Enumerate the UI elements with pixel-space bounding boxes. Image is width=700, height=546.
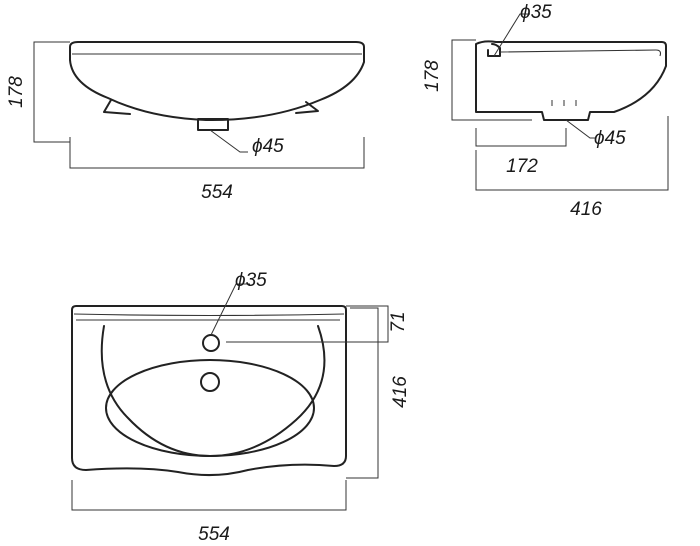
side-view-tap-shelf bbox=[487, 43, 501, 57]
side-view-offset-label: 172 bbox=[506, 156, 538, 177]
side-view-drain-leader bbox=[565, 119, 596, 139]
front-view-height-label: 178 bbox=[6, 76, 27, 108]
top-view-bowl-inner bbox=[105, 359, 315, 457]
top-view-drain-hole bbox=[200, 372, 220, 392]
top-view-depth-dimension bbox=[346, 307, 379, 479]
front-view-left-foot bbox=[103, 99, 131, 115]
front-view-right-foot bbox=[295, 101, 319, 114]
side-view-drain-stubs bbox=[551, 100, 577, 106]
front-view-drain-leader bbox=[209, 129, 248, 153]
side-view-depth-dimension bbox=[475, 116, 669, 191]
front-view-drain-label: ϕ45 bbox=[252, 136, 284, 157]
front-view-drain-outlet bbox=[197, 118, 229, 131]
side-view-basin-outline bbox=[475, 40, 667, 121]
top-view-tap-leader bbox=[210, 283, 250, 336]
top-view-depth-label: 416 bbox=[390, 376, 411, 408]
side-view-depth-label: 416 bbox=[570, 199, 602, 220]
front-view-basin-outline bbox=[69, 41, 365, 122]
top-view-width-dimension bbox=[71, 480, 347, 511]
top-view-width-label: 554 bbox=[198, 524, 230, 545]
top-view-tap-hole bbox=[202, 334, 220, 352]
front-view-height-dimension bbox=[33, 41, 70, 143]
side-view-height-dimension bbox=[451, 39, 532, 121]
side-view-tap-leader bbox=[493, 13, 530, 57]
top-view-rim-line bbox=[73, 313, 345, 317]
side-view-inner-wall bbox=[499, 49, 662, 57]
side-view-height-label: 178 bbox=[422, 60, 443, 92]
top-view-rim-dimension bbox=[226, 305, 389, 343]
front-view-width-dimension bbox=[69, 137, 365, 169]
top-view-rim-label: 71 bbox=[388, 311, 409, 332]
top-view-basin-outline bbox=[71, 305, 347, 477]
side-view-offset-dimension bbox=[475, 128, 567, 147]
front-view: 178 ϕ45 554 bbox=[6, 41, 365, 203]
top-view: ϕ35 71 416 554 bbox=[71, 270, 411, 545]
side-view-drain-label: ϕ45 bbox=[594, 128, 626, 149]
side-view-tap-hole-label: ϕ35 bbox=[520, 2, 552, 23]
front-view-width-label: 554 bbox=[201, 182, 233, 203]
side-view: ϕ35 ϕ45 178 172 416 bbox=[422, 2, 669, 220]
top-view-tap-hole-label: ϕ35 bbox=[235, 270, 267, 291]
